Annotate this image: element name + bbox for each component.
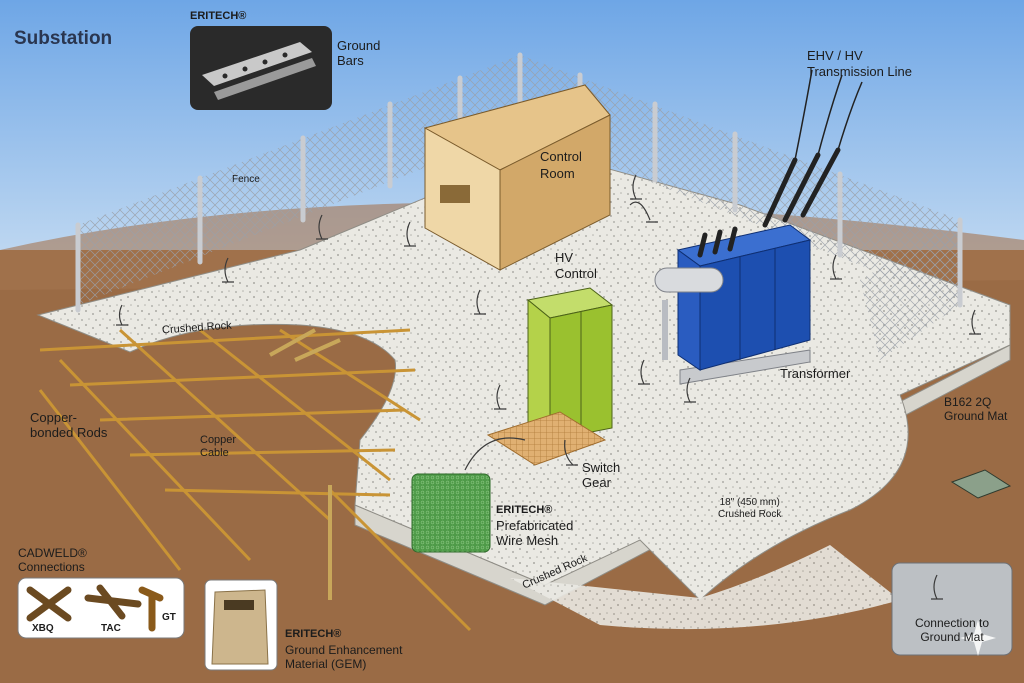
- cadweld-label: CADWELD® Connections: [18, 546, 87, 574]
- cadweld-gt-icon: [138, 586, 164, 632]
- switch-gear-label: Switch Gear: [582, 460, 621, 490]
- ground-mat-plate: [950, 469, 1012, 499]
- cadweld-tac-icon: [84, 584, 142, 620]
- cadweld-gt-label: GT: [162, 612, 176, 623]
- diagram-title: Substation: [14, 28, 113, 49]
- fence: [75, 52, 963, 360]
- hv-control-cabinet: [526, 287, 614, 441]
- ground-rods: [269, 328, 341, 600]
- fence-label: Fence: [232, 174, 260, 185]
- star-watermark-icon: [960, 620, 996, 656]
- gem-bag-icon: [204, 579, 278, 671]
- copper-ground-grid: [38, 328, 472, 632]
- connection-label: Connection to Ground Mat: [914, 616, 990, 644]
- wire-mesh-panel: [411, 473, 491, 553]
- eritech-top-brand: ERITECH®: [190, 10, 247, 22]
- transformer: [654, 69, 863, 385]
- eritech-mesh-brand: ERITECH®: [496, 504, 553, 516]
- cadweld-xbq-icon: [26, 586, 72, 622]
- cadweld-xbq-label: XBQ: [32, 623, 54, 634]
- rock-spec-label: 18" (450 mm) Crushed Rock: [718, 497, 782, 520]
- hv-control-label: HV Control: [555, 250, 597, 281]
- cadweld-tac-label: TAC: [101, 623, 121, 634]
- mesh-label: Prefabricated Wire Mesh: [496, 518, 574, 548]
- control-room-label: Control Room: [540, 149, 582, 181]
- switch-gear-grid: [486, 411, 607, 466]
- ground-bars-label: Ground Bars: [337, 38, 381, 68]
- ground-symbol-icon: [116, 174, 981, 471]
- transformer-label: Transformer: [780, 366, 851, 381]
- copper-cable-label: Copper Cable: [200, 434, 237, 459]
- crushed-rock-front: [510, 545, 900, 630]
- gem-label: Ground Enhancement Material (GEM): [285, 643, 403, 671]
- gem-brand: ERITECH®: [285, 628, 342, 640]
- copper-rods-label: Copper- bonded Rods: [30, 410, 108, 440]
- connection-panel: [891, 562, 1013, 656]
- control-room: [423, 84, 611, 271]
- cadweld-panel: [17, 577, 185, 639]
- ehv-line-label: EHV / HV Transmission Line: [807, 48, 913, 79]
- ground-mat-label: B162 2Q Ground Mat: [944, 395, 1008, 423]
- ground-bars-photo: [190, 26, 332, 110]
